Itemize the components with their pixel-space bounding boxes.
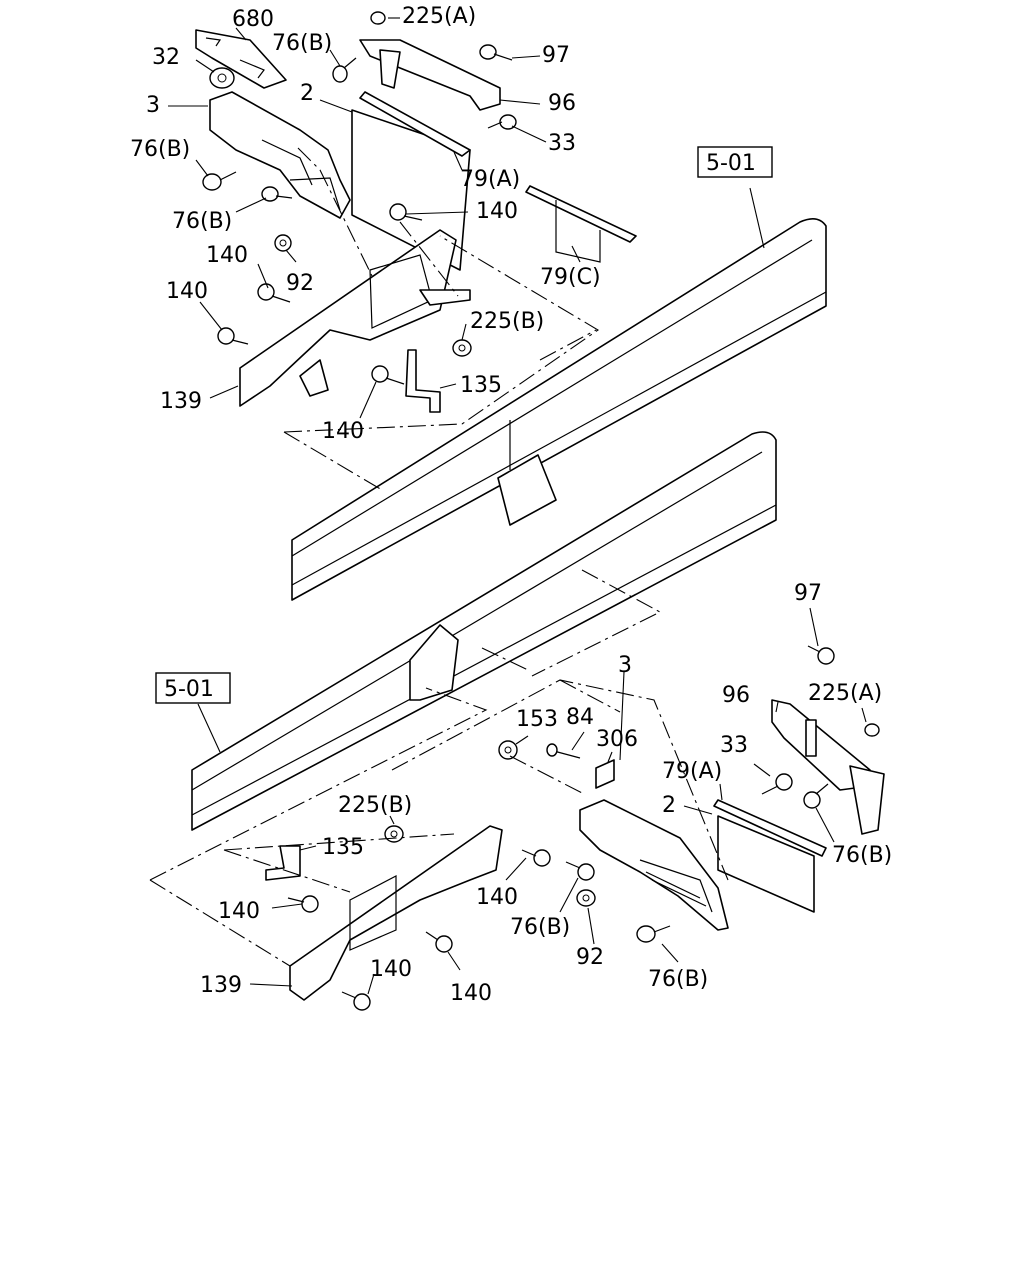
callout-139[interactable]: 139 [200, 973, 242, 998]
upper-leaders [168, 17, 765, 419]
callout-153[interactable]: 153 [516, 707, 558, 732]
callout-76b[interactable]: 76(B) [832, 843, 892, 868]
callout-76b[interactable]: 76(B) [648, 967, 708, 992]
callout-225b[interactable]: 225(B) [338, 793, 412, 818]
upper-bolts [202, 44, 517, 385]
callout-3[interactable]: 3 [146, 93, 160, 118]
reference-box-bottom[interactable]: 5-01 [155, 672, 231, 704]
callout-225a[interactable]: 225(A) [808, 681, 882, 706]
callout-135[interactable]: 135 [322, 835, 364, 860]
callout-32[interactable]: 32 [152, 45, 180, 70]
callout-79c[interactable]: 79(C) [540, 265, 601, 290]
callout-33[interactable]: 33 [548, 131, 576, 156]
callout-97[interactable]: 97 [794, 581, 822, 606]
reference-label-bottom: 5-01 [164, 677, 214, 702]
callout-33[interactable]: 33 [720, 733, 748, 758]
callout-79a[interactable]: 79(A) [662, 759, 722, 784]
callout-92[interactable]: 92 [576, 945, 604, 970]
callout-76b[interactable]: 76(B) [130, 137, 190, 162]
callout-96[interactable]: 96 [722, 683, 750, 708]
part-3-bracket [209, 91, 351, 219]
callout-2[interactable]: 2 [662, 793, 676, 818]
callout-84[interactable]: 84 [566, 705, 594, 730]
part-135-clip-lower [265, 845, 301, 881]
callout-140[interactable]: 140 [476, 885, 518, 910]
callout-97[interactable]: 97 [542, 43, 570, 68]
callout-140[interactable]: 140 [322, 419, 364, 444]
part-79c-hanger [525, 185, 637, 243]
top-assembly [195, 11, 637, 491]
callout-labels: 680 225(A) 32 76(B) 97 3 2 96 33 76(B) 7… [130, 4, 892, 1006]
callout-3[interactable]: 3 [618, 653, 632, 678]
lower-frame-rail [191, 431, 777, 831]
callout-2[interactable]: 2 [300, 81, 314, 106]
callout-680[interactable]: 680 [232, 7, 274, 32]
lower-leaders [197, 607, 867, 995]
part-79a-strip [359, 91, 471, 157]
callout-92[interactable]: 92 [286, 271, 314, 296]
callout-76b[interactable]: 76(B) [172, 209, 232, 234]
reference-box-top[interactable]: 5-01 [697, 146, 773, 178]
lower-bolts [287, 645, 880, 1011]
callout-140[interactable]: 140 [218, 899, 260, 924]
callout-96[interactable]: 96 [548, 91, 576, 116]
part-139-bracket [239, 229, 457, 407]
callout-306[interactable]: 306 [596, 727, 638, 752]
callout-140[interactable]: 140 [450, 981, 492, 1006]
callout-140[interactable]: 140 [370, 957, 412, 982]
part-135-clip [405, 349, 441, 413]
callout-139[interactable]: 139 [160, 389, 202, 414]
reference-label-top: 5-01 [706, 151, 756, 176]
bottom-assembly [149, 569, 885, 1011]
part-2-plate-lower [717, 815, 815, 913]
callout-76b[interactable]: 76(B) [510, 915, 570, 940]
part-79a-strip-lower [713, 799, 827, 857]
part-680-cover [195, 29, 287, 89]
part-306-bracket [595, 759, 615, 789]
callout-225a[interactable]: 225(A) [402, 4, 476, 29]
callout-135[interactable]: 135 [460, 373, 502, 398]
upper-frame-rail [291, 218, 827, 601]
callout-140[interactable]: 140 [476, 199, 518, 224]
callout-140[interactable]: 140 [166, 279, 208, 304]
callout-76b[interactable]: 76(B) [272, 31, 332, 56]
callout-79a[interactable]: 79(A) [460, 167, 520, 192]
callout-225b[interactable]: 225(B) [470, 309, 544, 334]
callout-140[interactable]: 140 [206, 243, 248, 268]
